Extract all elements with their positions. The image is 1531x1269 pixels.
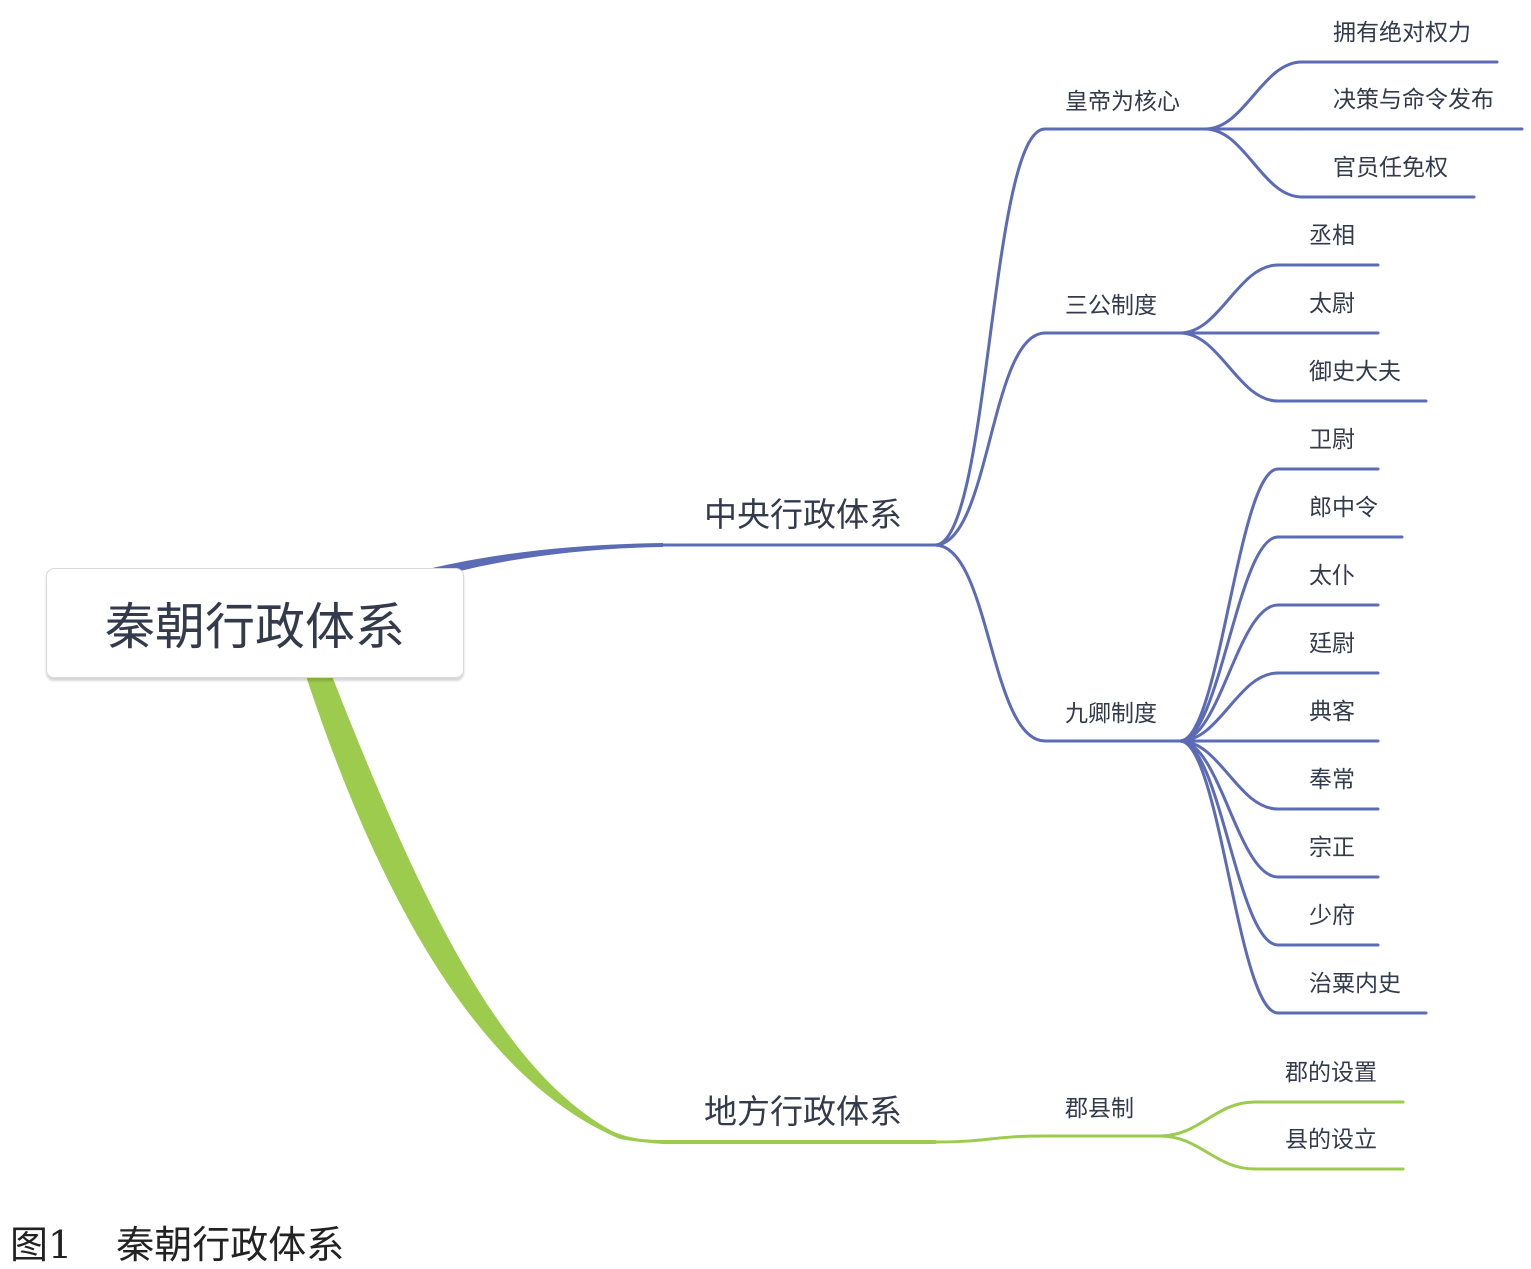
leaf-label-0-2-2[interactable]: 太仆	[1309, 563, 1355, 589]
connector-l2-0-1	[933, 331, 1047, 547]
connector-l2-0-2	[933, 543, 1047, 743]
connector-l3-0-2-0	[1178, 467, 1280, 743]
figure-caption-title: 秦朝行政体系	[116, 1223, 345, 1267]
leaf-label-0-2-0[interactable]: 卫尉	[1309, 427, 1355, 453]
figure-caption-number: 图1	[10, 1223, 73, 1267]
subtopic-label-0-2[interactable]: 九卿制度	[1065, 701, 1157, 727]
subtopic-label-0-0[interactable]: 皇帝为核心	[1065, 89, 1180, 115]
branch-local-label[interactable]: 地方行政体系	[704, 1092, 902, 1131]
leaf-label-0-2-8[interactable]: 治粟内史	[1309, 971, 1401, 997]
connector-l3-0-2-1	[1178, 535, 1280, 743]
connector-l3-0-2-8	[1178, 739, 1280, 1015]
leaf-label-0-1-2[interactable]: 御史大夫	[1309, 359, 1401, 385]
leaf-label-0-1-1[interactable]: 太尉	[1309, 291, 1355, 317]
connector-root-local	[306, 676, 663, 1144]
leaf-label-0-0-0[interactable]: 拥有绝对权力	[1333, 20, 1471, 46]
connector-l3-0-2-3	[1178, 671, 1280, 743]
leaf-label-0-1-0[interactable]: 丞相	[1309, 223, 1355, 249]
connector-l3-0-2-2	[1178, 603, 1280, 743]
leaf-label-0-2-5[interactable]: 奉常	[1309, 767, 1355, 793]
leaf-label-0-2-4[interactable]: 典客	[1309, 699, 1355, 725]
connector-l2-1-0	[933, 1134, 1047, 1144]
figure-caption: 图1 秦朝行政体系	[10, 1214, 344, 1269]
connector-l2-0-0	[933, 127, 1047, 547]
connector-l3-0-0-2	[1203, 127, 1304, 199]
leaf-label-1-0-0[interactable]: 郡的设置	[1285, 1060, 1377, 1086]
connector-l3-0-2-6	[1178, 739, 1280, 879]
connector-l3-1-0-0	[1158, 1100, 1257, 1138]
connector-l3-0-0-0	[1203, 60, 1304, 131]
connector-l3-0-1-2	[1178, 331, 1280, 403]
leaf-label-1-0-1[interactable]: 县的设立	[1285, 1127, 1377, 1153]
root-node[interactable]	[46, 568, 464, 678]
subtopic-label-0-1[interactable]: 三公制度	[1065, 293, 1157, 319]
leaf-label-0-2-3[interactable]: 廷尉	[1309, 631, 1355, 657]
connector-l3-0-1-0	[1178, 263, 1280, 335]
root-node-label: 秦朝行政体系	[105, 598, 405, 656]
leaf-label-0-2-1[interactable]: 郎中令	[1309, 495, 1378, 521]
branch-central-label[interactable]: 中央行政体系	[704, 495, 902, 534]
leaf-label-0-2-6[interactable]: 宗正	[1309, 835, 1355, 861]
subtopic-label-1-0[interactable]: 郡县制	[1065, 1096, 1134, 1122]
leaf-label-0-0-2[interactable]: 官员任免权	[1333, 155, 1448, 181]
connector-l3-0-2-7	[1178, 739, 1280, 947]
leaf-label-0-0-1[interactable]: 决策与命令发布	[1333, 87, 1494, 113]
leaf-label-0-2-7[interactable]: 少府	[1309, 903, 1355, 929]
connector-l3-1-0-1	[1158, 1134, 1257, 1171]
connector-l3-0-2-5	[1178, 739, 1280, 811]
